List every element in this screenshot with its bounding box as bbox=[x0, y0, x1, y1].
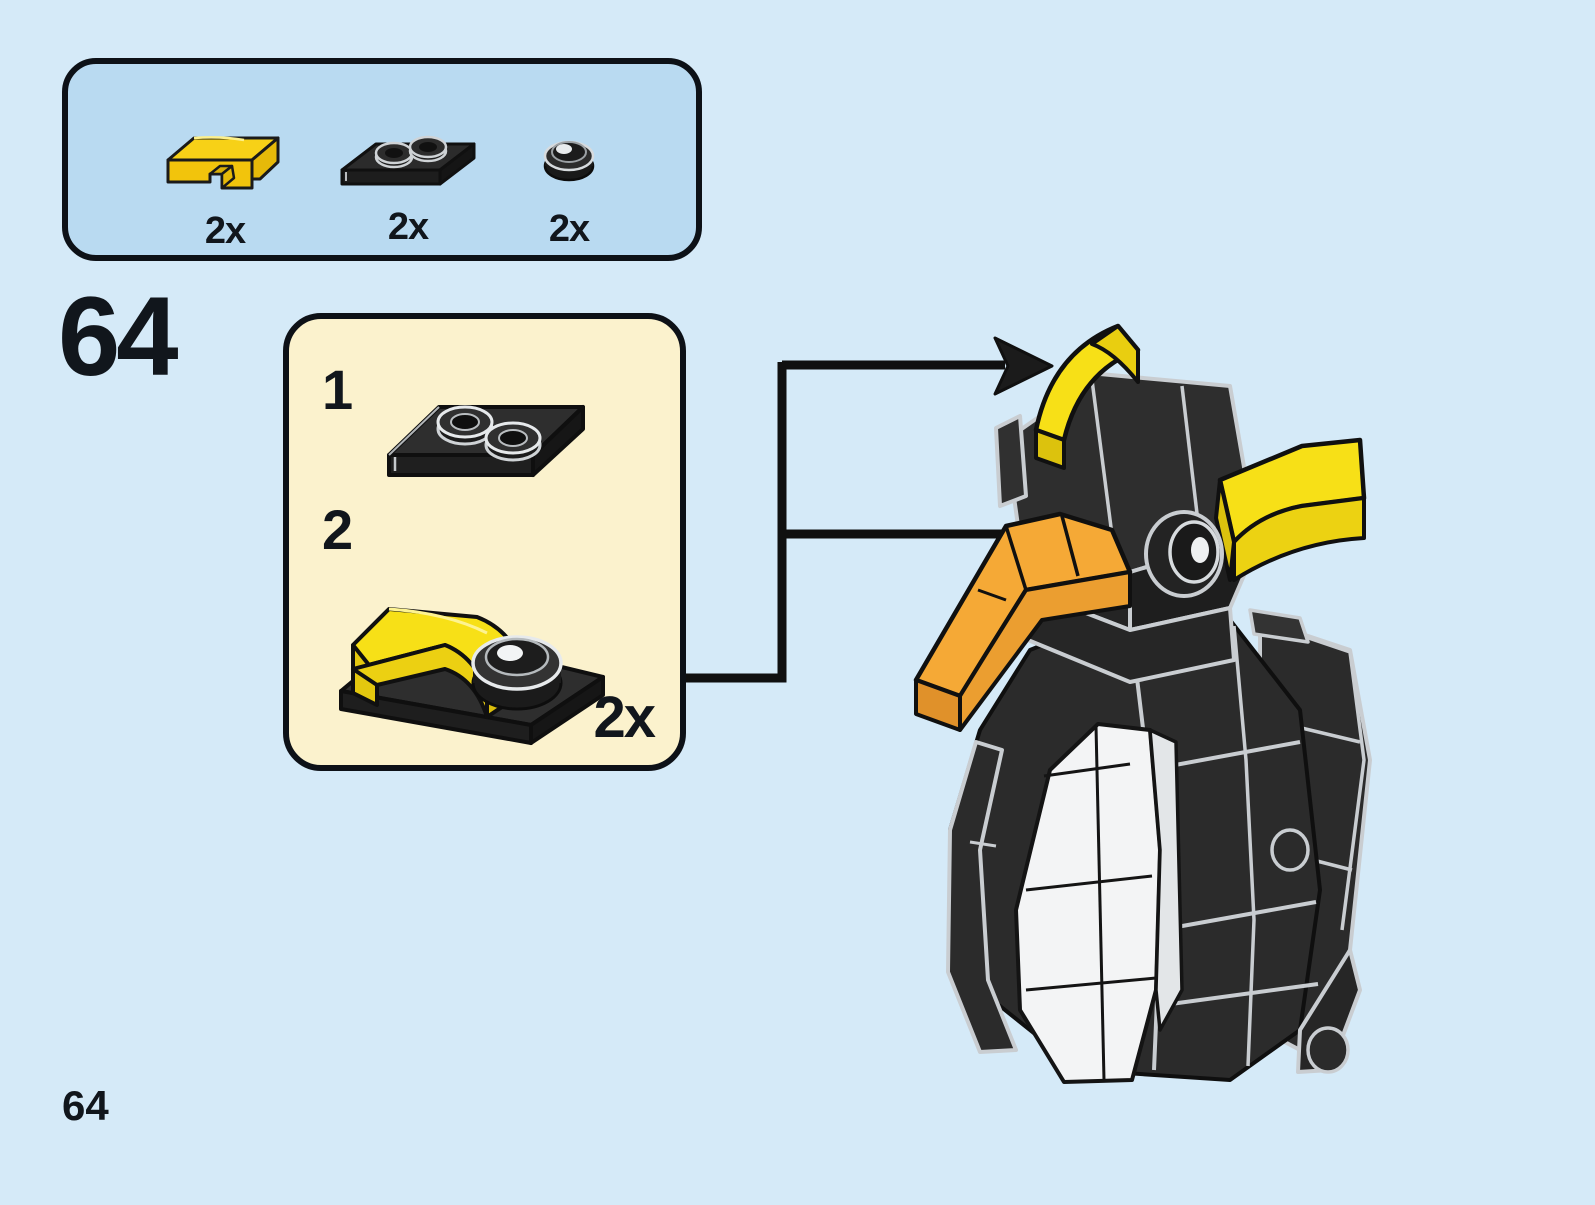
yellow-crest-left bbox=[1033, 323, 1141, 470]
substep-1-black-plate-icon bbox=[377, 363, 607, 508]
yellow-curved-slope-2x1-icon bbox=[140, 116, 310, 206]
penguin-eye bbox=[1144, 510, 1224, 598]
penguin-left-flipper bbox=[946, 740, 1018, 1054]
step-number: 64 bbox=[58, 274, 179, 399]
yellow-crest-right bbox=[1214, 437, 1367, 582]
black-plate-1x3-with-2-studs-icon bbox=[323, 112, 493, 202]
black-round-tile-1x1-icon bbox=[484, 114, 654, 204]
substep-1-index: 1 bbox=[322, 358, 354, 421]
penguin-tail-detail bbox=[1248, 608, 1362, 1074]
callout-connector-line bbox=[686, 362, 787, 683]
orange-beak bbox=[913, 511, 1133, 732]
sub-assembly-box: 1 2 bbox=[283, 313, 686, 771]
part-count-label: 2x bbox=[548, 208, 590, 250]
part-count-label: 2x bbox=[387, 206, 429, 248]
substep-2-index: 2 bbox=[322, 498, 354, 561]
part-entry-black-round-tile: 2x bbox=[484, 114, 654, 248]
penguin-belly bbox=[1014, 722, 1184, 1084]
substep-2-yellow-slope-on-plate-icon bbox=[317, 553, 637, 758]
part-entry-black-plate: 2x bbox=[323, 112, 493, 246]
part-entry-yellow-curved-slope: 2x bbox=[140, 116, 310, 250]
sub-assembly-multiplier: 2x bbox=[593, 685, 655, 750]
penguin-model bbox=[830, 290, 1430, 1090]
page-number: 64 bbox=[62, 1082, 109, 1129]
parts-inventory-box: 2x bbox=[62, 58, 702, 261]
part-count-label: 2x bbox=[204, 210, 246, 252]
